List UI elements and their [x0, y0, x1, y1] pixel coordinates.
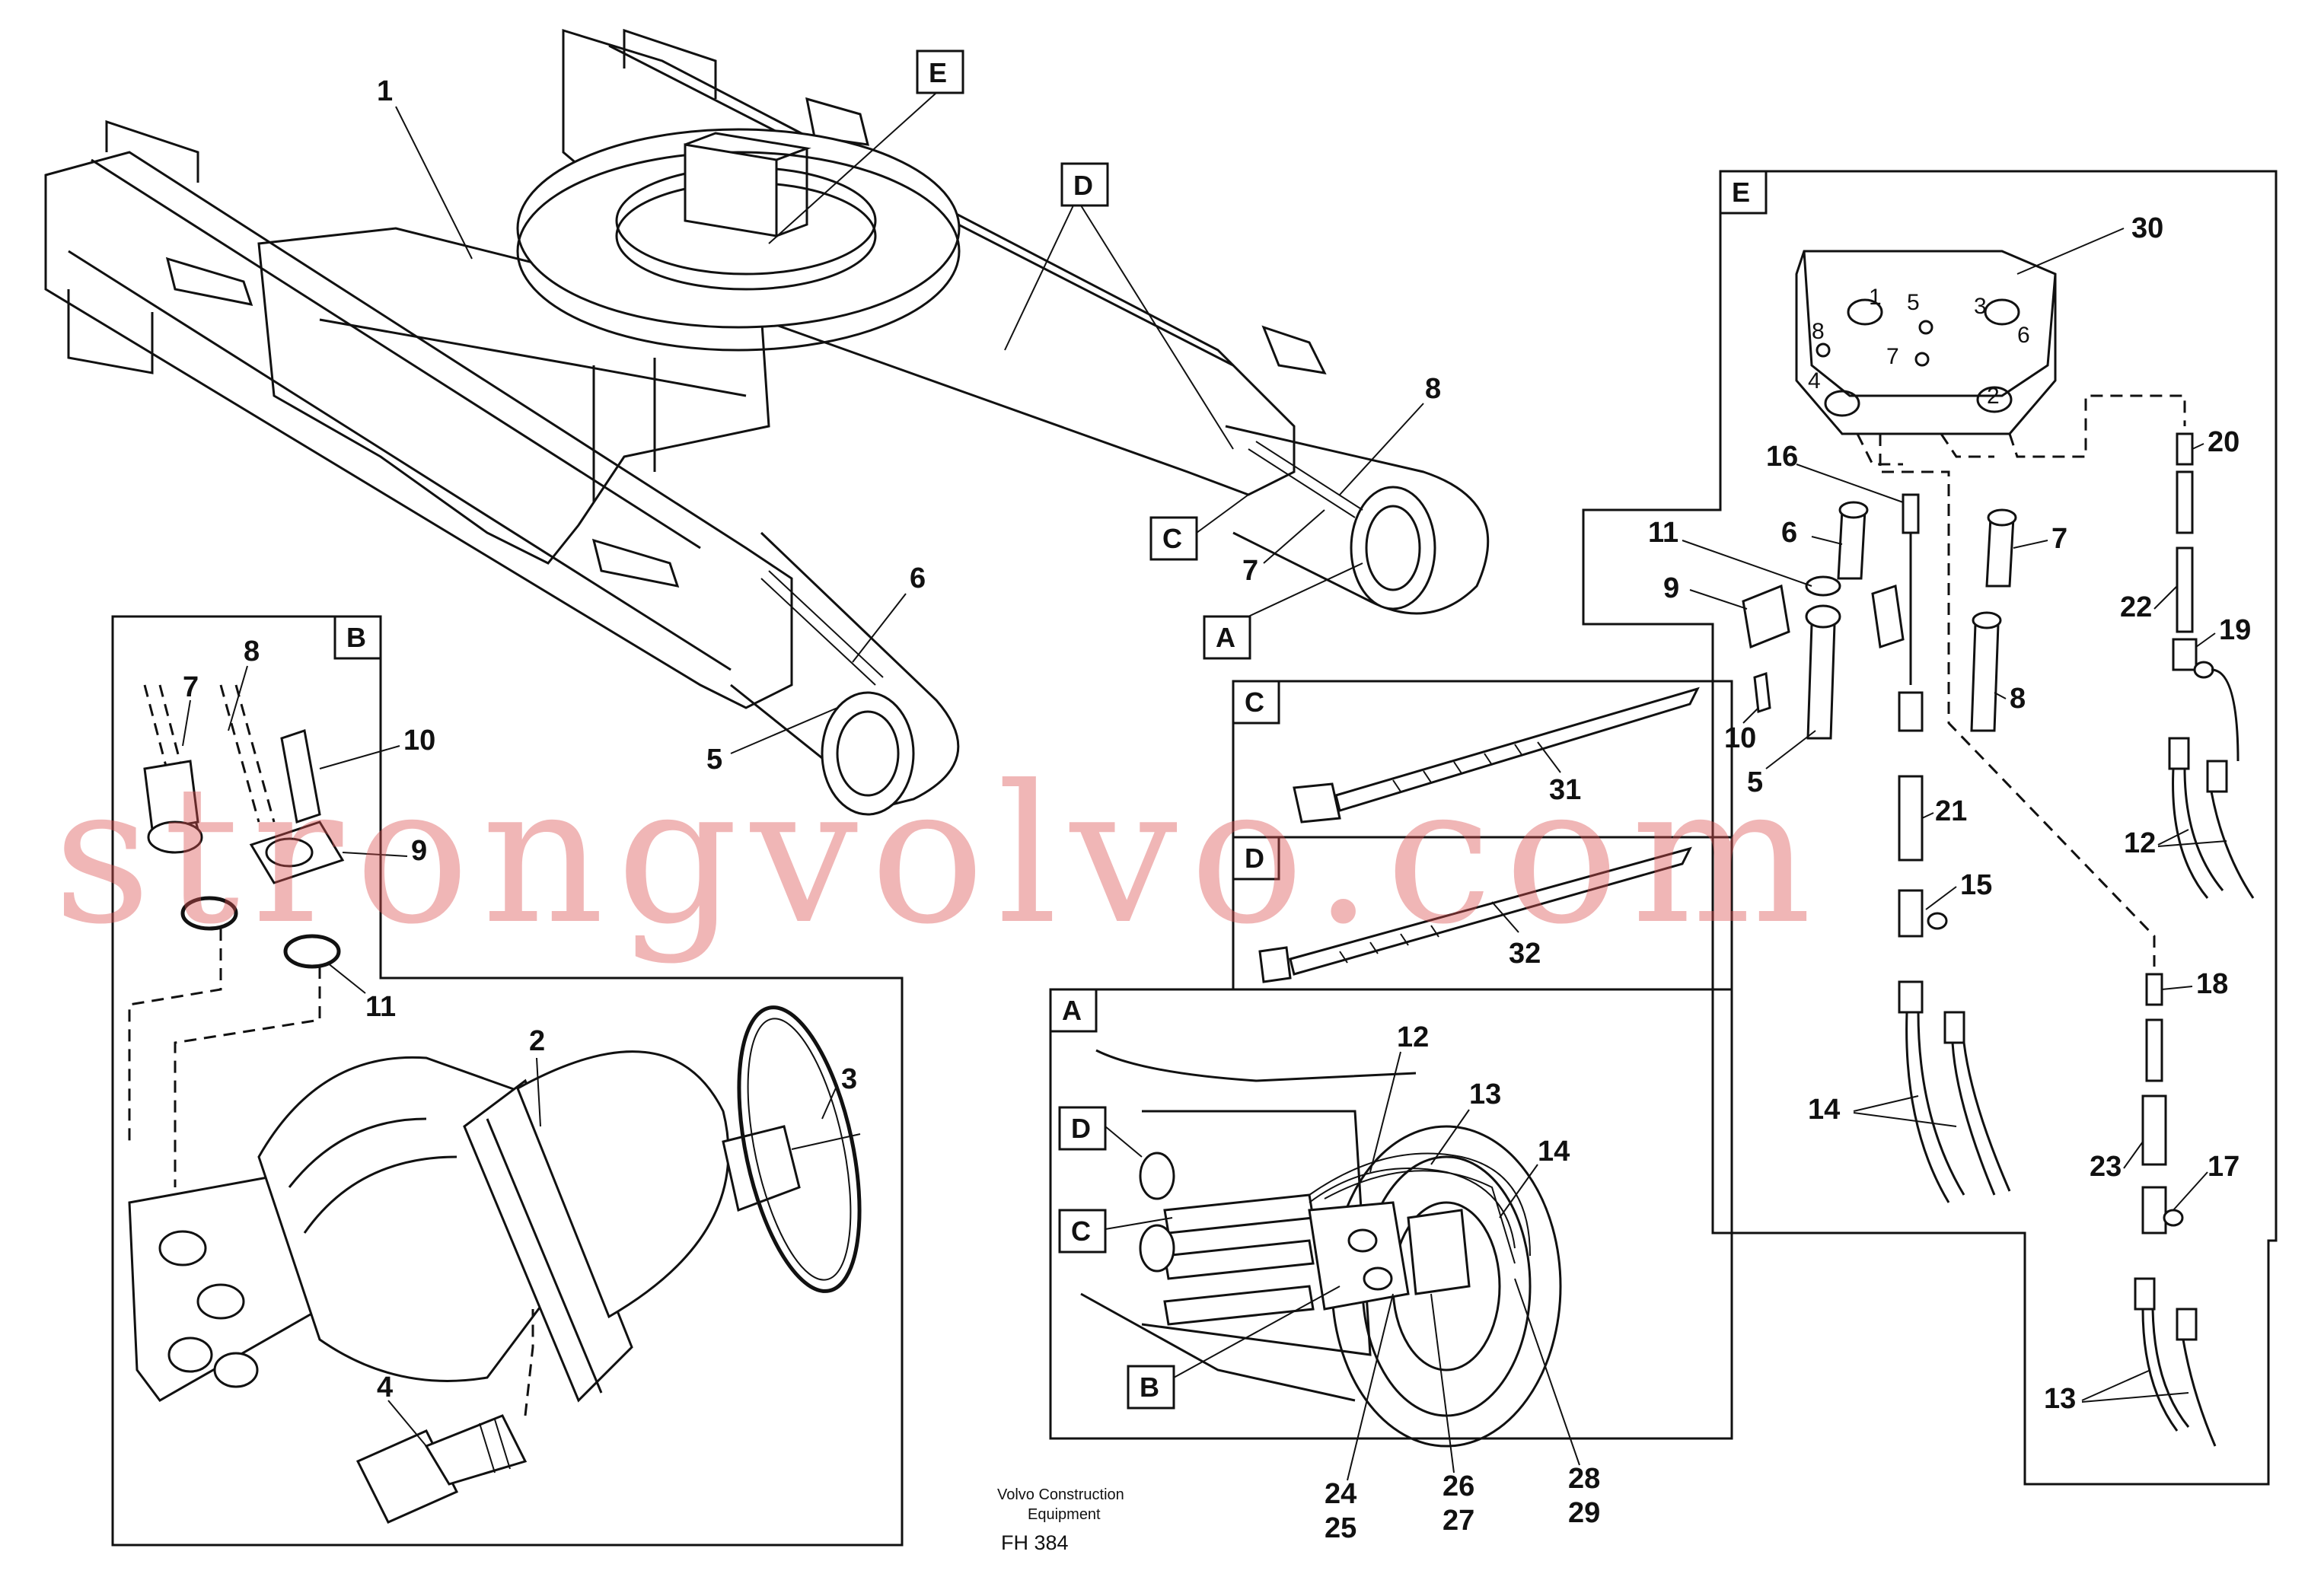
- detail-panel-b: B: [111, 615, 904, 1547]
- callout-7-e: 7: [2051, 523, 2067, 555]
- footer-company-line1: Volvo Construction: [997, 1486, 1124, 1503]
- view-label-d: D: [1073, 170, 1093, 201]
- callout-21: 21: [1935, 795, 1967, 827]
- callout-8-e: 8: [2010, 683, 2026, 715]
- callout-32: 32: [1509, 938, 1541, 970]
- callout-29: 29: [1568, 1497, 1600, 1529]
- callout-13-e: 13: [2044, 1383, 2076, 1415]
- port-label-5: 5: [1907, 290, 1920, 315]
- callout-14-a: 14: [1538, 1136, 1570, 1168]
- view-box-e-marker: [916, 49, 964, 94]
- view-label-d-panel: D: [1245, 843, 1264, 874]
- view-label-d-in-a: D: [1071, 1113, 1091, 1144]
- callout-15: 15: [1960, 869, 1992, 901]
- callout-18: 18: [2196, 968, 2228, 1000]
- callout-6-e: 6: [1781, 517, 1797, 549]
- callout-30: 30: [2131, 212, 2163, 244]
- callout-12-a: 12: [1397, 1021, 1429, 1053]
- callout-9-b: 9: [411, 835, 427, 867]
- callout-7-frame: 7: [1242, 555, 1258, 587]
- callout-5-frame: 5: [706, 744, 722, 776]
- view-label-b-in-a: B: [1140, 1372, 1159, 1403]
- callout-12-e: 12: [2124, 827, 2156, 859]
- view-label-a-marker: A: [1216, 622, 1235, 653]
- callout-17: 17: [2208, 1151, 2240, 1183]
- port-label-7: 7: [1886, 344, 1899, 369]
- detail-panel-c: C 31: [1232, 680, 1733, 839]
- view-label-c-in-a: C: [1071, 1215, 1091, 1247]
- callout-8-frame: 8: [1425, 373, 1441, 405]
- detail-panel-e: E 1 2 3 4 5 6 7 8 30: [1582, 170, 2278, 1486]
- callout-1: 1: [377, 75, 393, 107]
- view-box-a-marker: [1203, 615, 1251, 660]
- view-label-a: A: [1062, 995, 1082, 1026]
- callout-28: 28: [1568, 1463, 1600, 1495]
- callout-11-e: 11: [1648, 517, 1678, 549]
- callout-20: 20: [2208, 426, 2240, 458]
- main-frame-callouts: 1 E D 8 C 7 A 6 5: [377, 49, 1441, 776]
- view-label-e: E: [929, 57, 947, 88]
- callout-22: 22: [2120, 591, 2152, 623]
- callout-7-b: 7: [183, 671, 199, 703]
- view-box-c-marker: [1149, 516, 1198, 561]
- callout-27: 27: [1443, 1505, 1474, 1537]
- callout-14-e: 14: [1808, 1094, 1840, 1126]
- callout-10-e: 10: [1724, 722, 1756, 754]
- callout-8-b: 8: [244, 636, 260, 667]
- port-label-6: 6: [2017, 323, 2030, 348]
- port-label-2: 2: [1987, 384, 2000, 409]
- callout-6-frame: 6: [910, 562, 926, 594]
- footer: Volvo Construction Equipment FH 384: [997, 1486, 1124, 1554]
- view-label-c: C: [1162, 523, 1182, 554]
- callout-13-a: 13: [1469, 1078, 1501, 1110]
- callout-23: 23: [2090, 1151, 2122, 1183]
- callout-4-b: 4: [377, 1372, 393, 1403]
- callout-5-e: 5: [1747, 766, 1763, 798]
- callout-2-b: 2: [529, 1025, 545, 1057]
- port-label-1: 1: [1869, 285, 1882, 310]
- view-box-d-marker: [1060, 162, 1109, 207]
- footer-company-line2: Equipment: [1028, 1506, 1101, 1523]
- callout-26: 26: [1443, 1470, 1474, 1502]
- figure-code: FH 384: [1001, 1531, 1069, 1554]
- view-label-e-panel: E: [1732, 177, 1750, 208]
- port-label-3: 3: [1974, 294, 1987, 319]
- track-frame-drawing: [44, 28, 1490, 816]
- callout-31: 31: [1549, 774, 1581, 806]
- detail-panel-a: A D C B 12 13 14: [1049, 988, 1733, 1544]
- view-label-b: B: [346, 622, 366, 653]
- callout-24: 24: [1325, 1478, 1356, 1510]
- callout-16-e: 16: [1766, 441, 1798, 473]
- callout-25: 25: [1325, 1512, 1356, 1544]
- callout-11-b: 11: [365, 991, 396, 1023]
- port-label-4: 4: [1808, 368, 1821, 393]
- view-label-c-panel: C: [1245, 687, 1264, 718]
- callout-3-b: 3: [841, 1063, 857, 1095]
- callout-19: 19: [2219, 614, 2251, 646]
- callout-10-b: 10: [403, 725, 435, 757]
- watermark: strongvolvo.com: [53, 744, 1824, 966]
- callout-9-e: 9: [1663, 572, 1679, 604]
- port-label-8: 8: [1812, 319, 1825, 344]
